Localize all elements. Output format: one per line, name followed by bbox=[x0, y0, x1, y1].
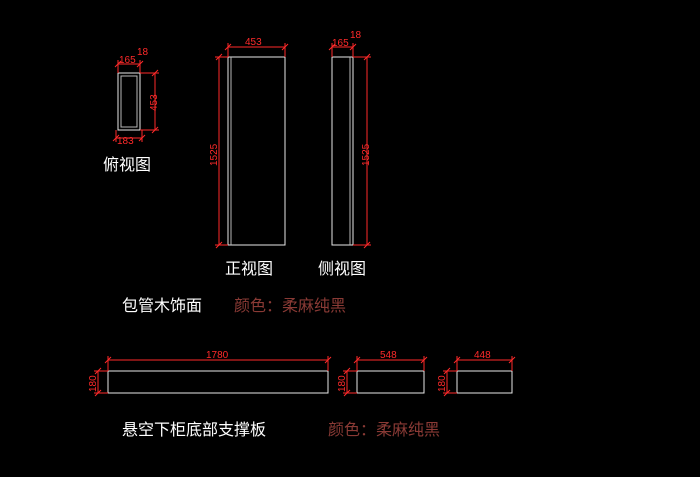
wood-cladding-name: 包管木饰面 bbox=[122, 296, 202, 315]
top-view-height-label: 453 bbox=[149, 94, 160, 111]
dim-tick bbox=[324, 356, 332, 364]
board-3-length-label: 448 bbox=[474, 350, 491, 361]
dim-tick bbox=[215, 241, 223, 249]
dim-tick bbox=[349, 43, 357, 51]
board-2-thickness-label: 180 bbox=[337, 375, 348, 392]
top-view-outline bbox=[117, 72, 141, 131]
side-view-thickness-label: 18 bbox=[350, 30, 362, 41]
dim-tick bbox=[94, 389, 102, 397]
side-view-depth-label: 165 bbox=[332, 38, 349, 49]
dim-tick bbox=[508, 356, 516, 364]
front-view: 453 1525 正视图 bbox=[209, 37, 289, 278]
board-2-outline bbox=[356, 370, 425, 394]
support-board-name: 悬空下柜底部支撑板 bbox=[122, 420, 266, 439]
front-view-height-label: 1525 bbox=[209, 143, 220, 166]
front-view-outline bbox=[227, 56, 286, 246]
top-view-caption: 俯视图 bbox=[103, 155, 151, 174]
dim-tick bbox=[151, 69, 159, 77]
dim-tick bbox=[281, 43, 289, 51]
dim-tick bbox=[443, 389, 451, 397]
front-view-width-label: 453 bbox=[245, 37, 262, 48]
dim-tick bbox=[136, 60, 144, 68]
board-3-outline bbox=[456, 370, 513, 394]
board-2: 548 180 bbox=[337, 350, 428, 397]
dim-tick bbox=[114, 60, 122, 68]
dim-tick bbox=[224, 43, 232, 51]
board-1: 1780 180 bbox=[88, 350, 332, 397]
dim-tick bbox=[151, 126, 159, 134]
dim-tick bbox=[138, 134, 146, 142]
board-3: 448 180 bbox=[437, 350, 516, 397]
board-1-outline bbox=[107, 370, 329, 394]
board-1-length-label: 1780 bbox=[206, 350, 229, 361]
dim-tick bbox=[343, 389, 351, 397]
wood-cladding-color: 颜色：柔麻纯黑 bbox=[234, 296, 346, 315]
dim-tick bbox=[328, 43, 336, 51]
board-2-length-label: 548 bbox=[380, 350, 397, 361]
dim-tick bbox=[104, 356, 112, 364]
top-view-thickness-label: 18 bbox=[137, 47, 149, 58]
board-1-thickness-label: 180 bbox=[88, 375, 99, 392]
support-board-color: 颜色：柔麻纯黑 bbox=[328, 420, 440, 439]
side-view: 165 18 1525 侧视图 bbox=[318, 30, 372, 278]
front-view-caption: 正视图 bbox=[225, 259, 273, 278]
board-3-thickness-label: 180 bbox=[437, 375, 448, 392]
dim-tick bbox=[443, 367, 451, 375]
side-view-outline bbox=[331, 56, 354, 246]
dim-tick bbox=[112, 134, 120, 142]
top-view-inner-outline bbox=[120, 75, 138, 128]
dim-tick bbox=[215, 53, 223, 61]
top-view: 165 18 453 183 俯视图 bbox=[103, 47, 160, 174]
side-view-height-label: 1525 bbox=[361, 143, 372, 166]
top-view-depth-outer-label: 183 bbox=[117, 136, 134, 147]
dim-tick bbox=[94, 367, 102, 375]
top-view-depth-inner-label: 165 bbox=[119, 55, 136, 66]
dim-tick bbox=[353, 356, 361, 364]
dim-tick bbox=[420, 356, 428, 364]
dim-tick bbox=[363, 53, 371, 61]
dim-tick bbox=[343, 367, 351, 375]
dim-tick bbox=[363, 241, 371, 249]
dim-tick bbox=[453, 356, 461, 364]
side-view-caption: 侧视图 bbox=[318, 259, 366, 278]
